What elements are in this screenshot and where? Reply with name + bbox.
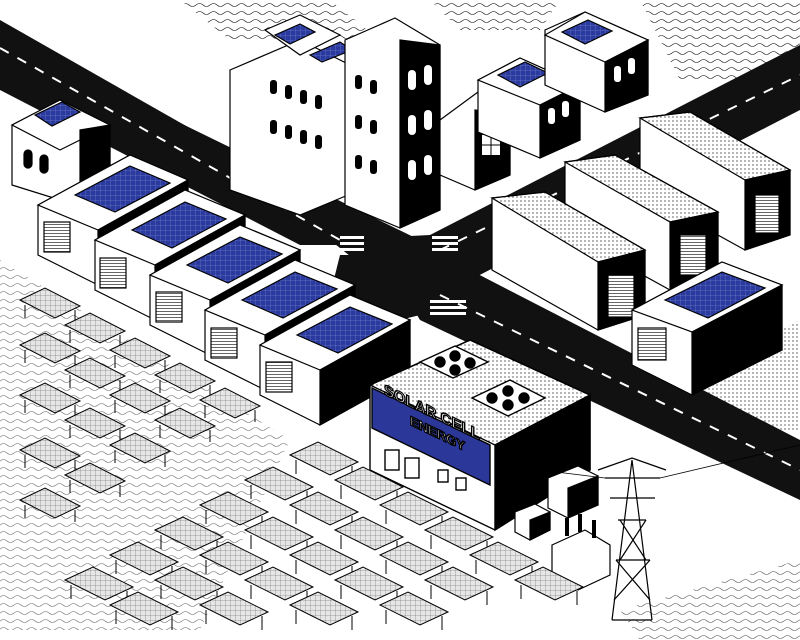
warehouse-row-left bbox=[36, 154, 412, 427]
solar-cell-energy-sign bbox=[371, 386, 491, 487]
ventilation-fan-icon bbox=[418, 345, 547, 417]
solar-field-bottom bbox=[64, 441, 584, 631]
solar-cell-energy-building: SOLAR CELL ENERGY bbox=[368, 339, 592, 532]
warehouse-row-right bbox=[490, 111, 792, 396]
electrical-equipment bbox=[514, 465, 611, 591]
warehouse-right-d bbox=[630, 261, 784, 396]
crosswalk bbox=[340, 236, 466, 315]
solar-field-left bbox=[18, 287, 261, 523]
townhouse-center bbox=[229, 14, 441, 229]
warehouse-right-c bbox=[490, 191, 647, 331]
warehouse-right-a bbox=[638, 111, 792, 251]
house-right-2 bbox=[543, 11, 650, 113]
house-left bbox=[10, 99, 112, 201]
transmission-tower-icon bbox=[539, 444, 800, 621]
